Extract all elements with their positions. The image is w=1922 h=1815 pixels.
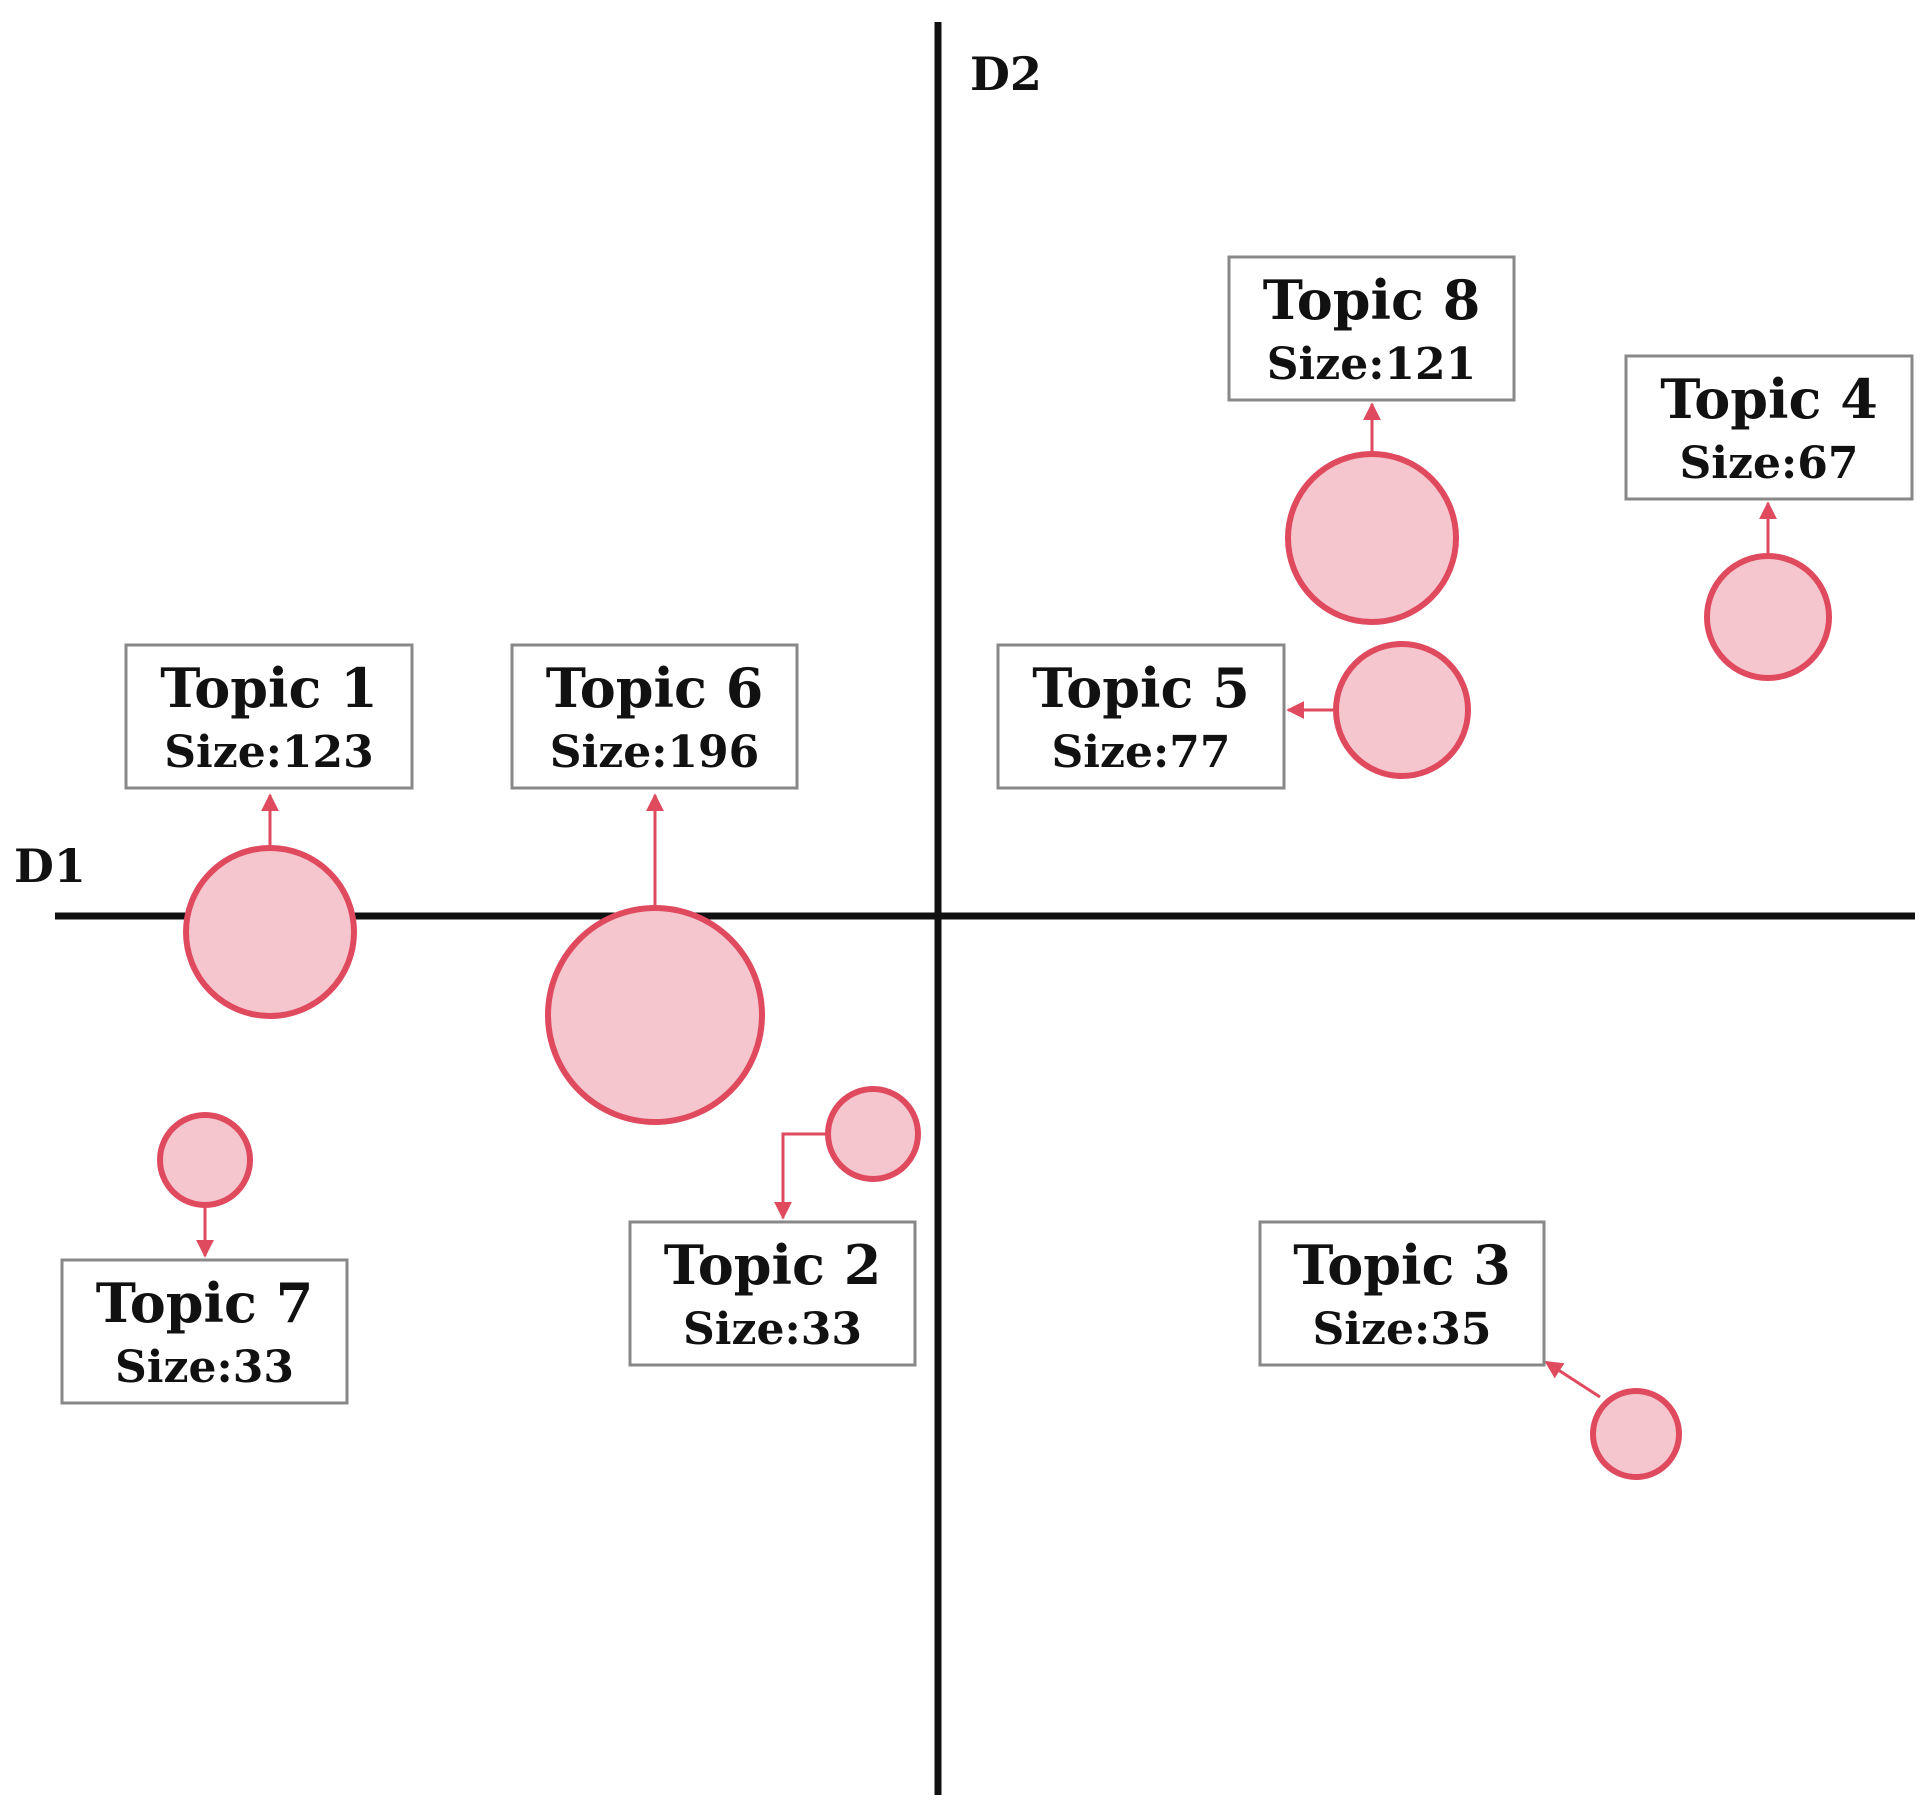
topic-2-label-box (628, 1220, 917, 1367)
topic-6-size-label: Size:196 (550, 727, 760, 778)
topic-4-bubble (1704, 553, 1832, 681)
topic-3-arrow (1544, 1360, 1601, 1399)
topic-4-group: Topic 4 Size:67 (1624, 354, 1914, 681)
topic-1-label-box (124, 643, 414, 790)
topic-4-size-label: Size:67 (1680, 438, 1859, 489)
topic-2-size-label: Size:33 (683, 1304, 862, 1355)
topic-8-group: Topic 8 Size:121 (1227, 255, 1516, 625)
topic-3-title: Topic 3 (1293, 1233, 1511, 1297)
topic-5-label-box (996, 643, 1286, 790)
topic-1-bubble (183, 845, 357, 1019)
topic-2-bubble (825, 1086, 921, 1182)
topic-5-size-label: Size:77 (1052, 727, 1231, 778)
d2-axis-label: D2 (970, 47, 1042, 101)
topic-6-label-box (510, 643, 799, 790)
topic-5-bubble (1333, 641, 1471, 779)
topic-5-title: Topic 5 (1032, 656, 1250, 720)
topic-1-title: Topic 1 (160, 656, 378, 720)
topic-6-bubble (545, 905, 765, 1125)
topic-1-group: Topic 1 Size:123 (124, 643, 414, 1019)
d1-axis-label: D1 (14, 839, 86, 893)
topic-6-title: Topic 6 (546, 656, 764, 720)
topic-5-group: Topic 5 Size:77 (996, 641, 1471, 790)
topic-2-group: Topic 2 Size:33 (628, 1086, 921, 1367)
topic-3-label-box (1258, 1220, 1546, 1367)
topic-4-title: Topic 4 (1660, 367, 1878, 431)
topic-3-group: Topic 3 Size:35 (1258, 1220, 1682, 1480)
topic-2-arrow (774, 1132, 828, 1220)
topic-1-size-label: Size:123 (164, 727, 374, 778)
topic-2-title: Topic 2 (664, 1233, 882, 1297)
topic-8-bubble (1285, 451, 1459, 625)
topic-8-size-label: Size:121 (1267, 339, 1477, 390)
topic-7-title: Topic 7 (96, 1271, 314, 1335)
topic-7-label-box (60, 1258, 349, 1405)
topic-8-label-box (1227, 255, 1516, 402)
topic-7-group: Topic 7 Size:33 (60, 1112, 349, 1405)
topic-7-bubble (157, 1112, 253, 1208)
topic-3-bubble (1590, 1388, 1682, 1480)
topic-7-size-label: Size:33 (115, 1342, 294, 1393)
topic-6-group: Topic 6 Size:196 (510, 643, 799, 1125)
topic-3-size-label: Size:35 (1313, 1304, 1492, 1355)
topic-4-label-box (1624, 354, 1914, 501)
topic-8-title: Topic 8 (1263, 268, 1481, 332)
